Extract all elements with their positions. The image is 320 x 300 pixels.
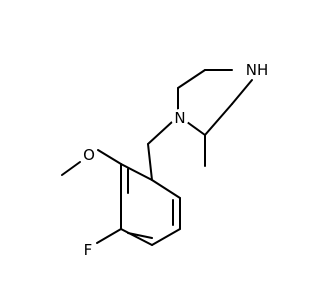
bond-c2-c3 bbox=[177, 69, 206, 89]
structure-canvas: N NH O F bbox=[61, 61, 270, 259]
atom-f-label: F bbox=[84, 241, 93, 259]
bond-ch2-ring bbox=[147, 143, 153, 181]
bond-c6-n1 bbox=[186, 121, 206, 136]
bond-ar2-o bbox=[97, 149, 122, 165]
atom-f: F bbox=[80, 241, 96, 259]
atom-n1-label: N bbox=[174, 109, 185, 127]
bond-ar4-ar5 bbox=[120, 228, 153, 246]
bond-ar4-ar5-double bbox=[127, 232, 153, 239]
atom-nh-label: NH bbox=[246, 61, 269, 79]
atom-o: O bbox=[80, 146, 98, 164]
atom-nh: NH bbox=[244, 61, 270, 79]
bond-ar1-ar6b bbox=[151, 179, 181, 199]
bond-ar3-f bbox=[96, 228, 122, 244]
molecule-drawing: N NH O F bbox=[61, 61, 270, 259]
bond-nh-c5 bbox=[231, 79, 253, 105]
atom-n1: N bbox=[171, 109, 189, 127]
atom-o-label: O bbox=[83, 146, 95, 164]
bond-o-ch3 bbox=[61, 161, 81, 176]
bond-c5-c6 bbox=[204, 103, 233, 136]
bond-ar5-ar6 bbox=[151, 228, 181, 246]
bond-ar1-ar2 bbox=[120, 163, 153, 181]
bond-n1-ch2 bbox=[147, 121, 173, 145]
